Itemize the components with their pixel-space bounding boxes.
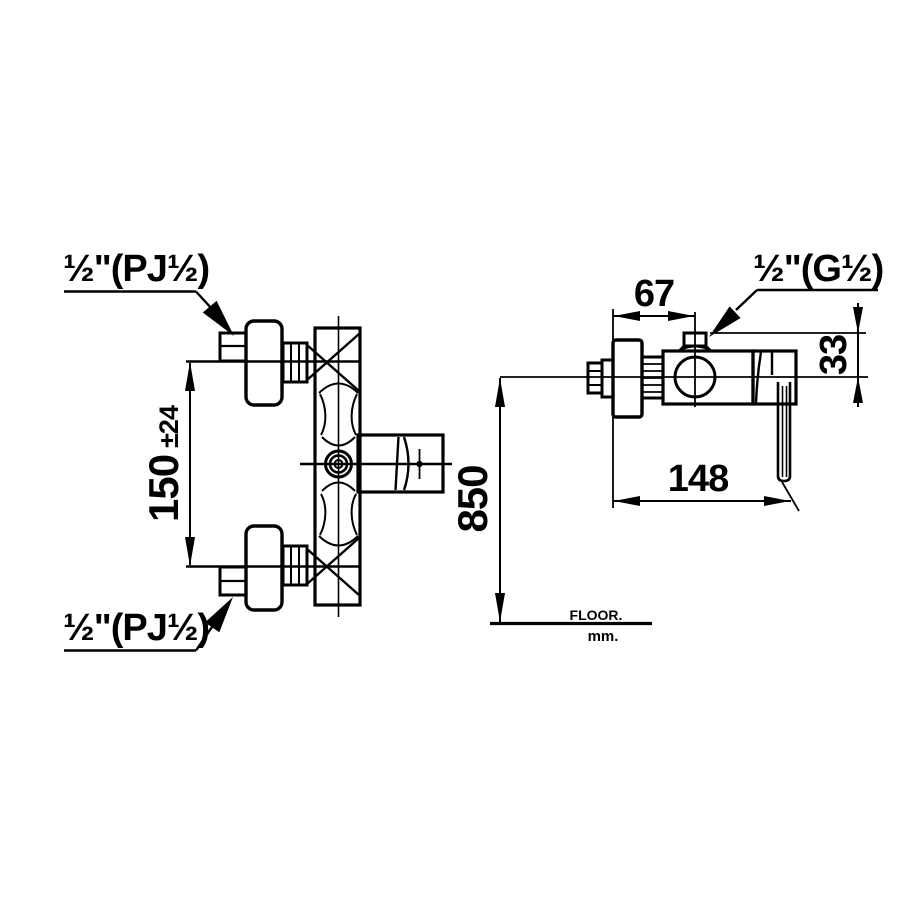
dim-33-arrow-up bbox=[853, 377, 863, 403]
dim-67-arrow-left bbox=[614, 311, 640, 321]
outlet-callout-leader bbox=[735, 289, 758, 311]
floor-reference: FLOOR. mm. bbox=[490, 607, 652, 645]
front-view bbox=[186, 316, 452, 617]
side-escutcheon-flange bbox=[611, 338, 644, 419]
dim-850: 850 bbox=[449, 378, 505, 622]
outlet-arc bbox=[402, 436, 410, 491]
cartridge-inner-circle bbox=[333, 459, 344, 469]
dim-150-arrow-up bbox=[185, 362, 195, 391]
top-escutcheon-flange bbox=[244, 319, 284, 407]
dim-850-label: 850 bbox=[449, 465, 496, 532]
bottom-inlet-callout: ½"(PJ½) bbox=[63, 597, 233, 652]
side-thread-ridges bbox=[643, 363, 662, 393]
dim-150-label: 150±24 bbox=[140, 405, 187, 522]
dim-850-arrow-up bbox=[495, 378, 505, 407]
side-wall-nut bbox=[586, 361, 604, 395]
dim-148-ext-right bbox=[781, 481, 800, 512]
dim-33: 33 bbox=[710, 303, 866, 407]
cap-base-arc bbox=[679, 345, 711, 351]
dim-850-arrow-down bbox=[495, 593, 505, 622]
dim-148: 148 bbox=[612, 417, 800, 512]
dim-150: 150±24 bbox=[140, 362, 195, 566]
bottom-escutcheon-flange bbox=[244, 524, 284, 612]
cartridge-outer-circle bbox=[324, 449, 353, 479]
dim-33-label: 33 bbox=[813, 335, 855, 375]
handle-base-curve bbox=[754, 351, 763, 404]
top-inlet-label: ½"(PJ½) bbox=[63, 248, 209, 290]
handle-lever-outline bbox=[776, 382, 792, 483]
junction-curve-upper bbox=[321, 436, 356, 447]
dim-33-arrow-down bbox=[853, 307, 863, 333]
side-cartridge-circle bbox=[673, 355, 717, 399]
faucet-body-front bbox=[313, 326, 362, 607]
top-union-connector bbox=[281, 341, 309, 384]
outlet-callout: ½"(G½) bbox=[709, 248, 884, 337]
unit-label: mm. bbox=[588, 628, 619, 645]
top-inlet-callout: ½"(PJ½) bbox=[63, 248, 234, 336]
handle-housing bbox=[751, 349, 798, 406]
top-callout-arrow bbox=[202, 300, 234, 336]
dim-148-arrow-left bbox=[614, 496, 640, 506]
top-callout-leader bbox=[195, 290, 213, 310]
dim-148-arrow-right bbox=[764, 496, 790, 506]
bottom-callout-leader bbox=[195, 626, 213, 652]
side-outlet-front bbox=[356, 433, 445, 494]
outlet-callout-arrow bbox=[709, 306, 741, 337]
dim-67: 67 bbox=[612, 273, 695, 340]
side-view bbox=[500, 312, 868, 483]
top-inlet-cone-lines bbox=[306, 333, 360, 436]
bottom-inlet-cone-lines bbox=[306, 493, 360, 596]
cartridge-mid-circle bbox=[328, 454, 349, 474]
outlet-center-dot bbox=[416, 460, 423, 468]
dim-148-label: 148 bbox=[668, 458, 728, 500]
bottom-inlet-label: ½"(PJ½) bbox=[63, 607, 209, 649]
bottom-callout-arrow bbox=[204, 597, 233, 633]
dim-67-arrow-right bbox=[668, 311, 694, 321]
bottom-union-connector bbox=[281, 544, 309, 587]
dim-150-arrow-down bbox=[185, 537, 195, 566]
outlet-divider-line bbox=[394, 436, 400, 491]
outlet-label: ½"(G½) bbox=[753, 248, 883, 290]
floor-label: FLOOR. bbox=[570, 607, 623, 623]
dim-67-label: 67 bbox=[634, 273, 674, 315]
junction-curve-lower bbox=[321, 481, 356, 492]
